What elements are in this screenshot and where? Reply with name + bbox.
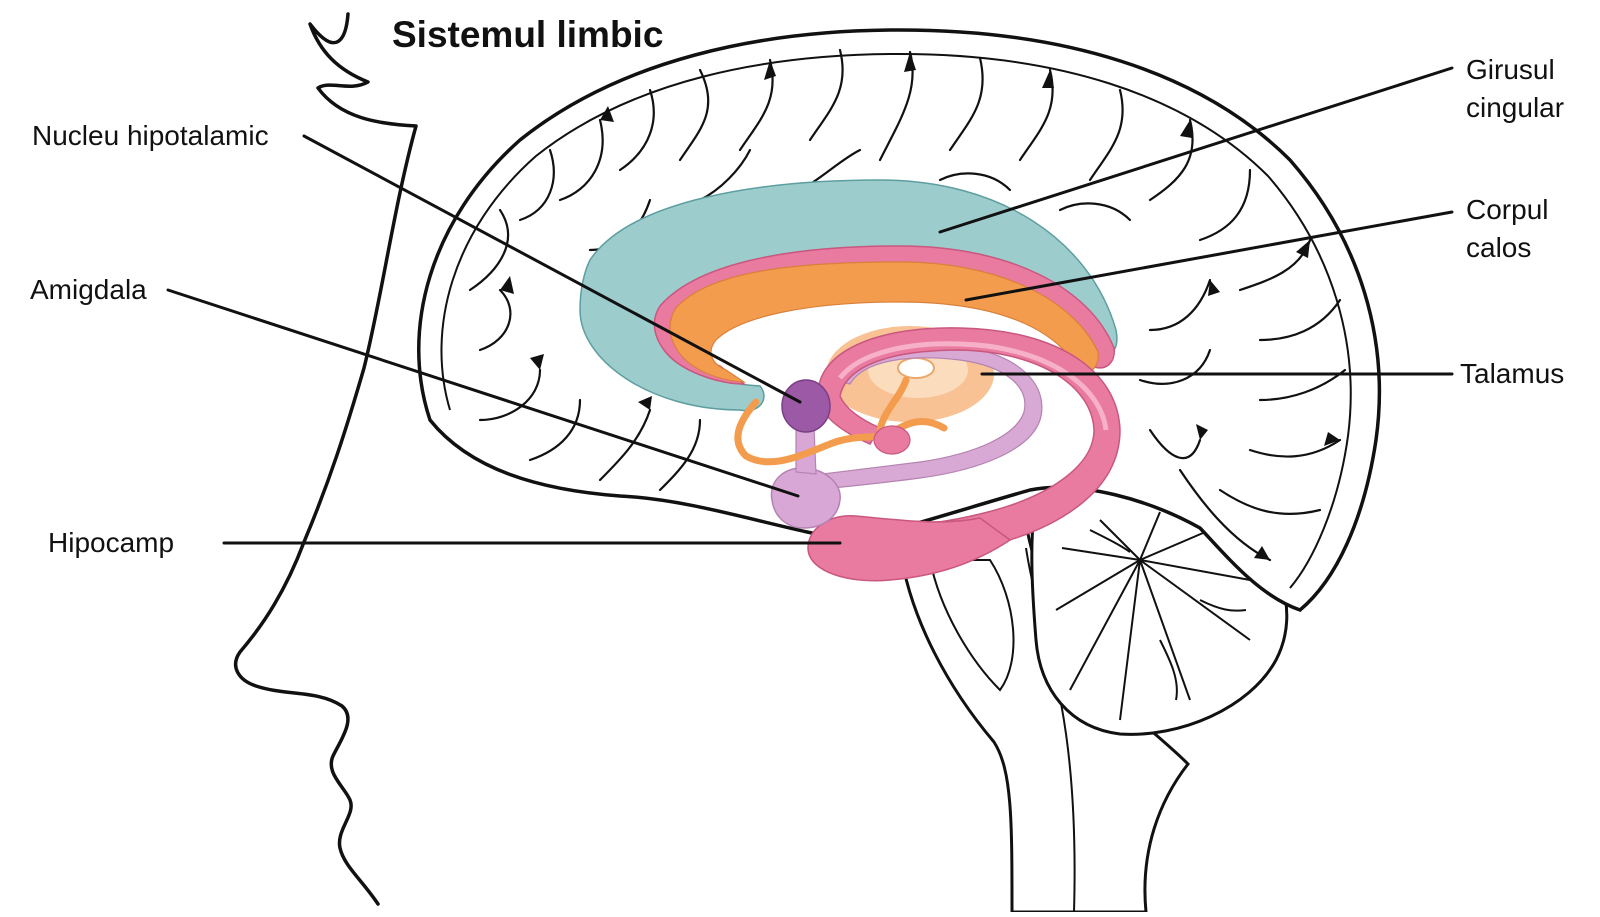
cerebrum-outline bbox=[417, 28, 1382, 612]
pons-outline bbox=[928, 559, 1015, 692]
hypothalamic-tract-stem bbox=[876, 376, 910, 434]
head-profile-outline bbox=[234, 12, 418, 906]
label-girusul-cingular-line1: Girusul bbox=[1466, 54, 1555, 85]
label-talamus: Talamus bbox=[1460, 358, 1565, 389]
leader-nucleu-hipotalamic bbox=[302, 134, 802, 404]
label-girusul-cingular-line2: cingular bbox=[1466, 92, 1565, 123]
thalamus-center bbox=[897, 357, 935, 379]
leader-amigdala bbox=[166, 288, 800, 498]
mammillary-body bbox=[873, 425, 911, 455]
corpus-callosum bbox=[669, 261, 1099, 383]
cerebellum-folia bbox=[1055, 511, 1251, 721]
leader-corpul-calos bbox=[964, 210, 1454, 302]
leader-girusul-cingular bbox=[938, 66, 1454, 234]
label-amigdala: Amigdala bbox=[30, 274, 147, 305]
diagram-title: Sistemul limbic bbox=[392, 14, 664, 55]
amygdala bbox=[770, 467, 841, 529]
hypothalamic-tract bbox=[734, 398, 948, 466]
label-nucleu-hipotalamic: Nucleu hipotalamic bbox=[32, 120, 269, 151]
cortex-inner-boundary bbox=[440, 52, 1352, 589]
hypothalamic-nucleus bbox=[781, 379, 831, 433]
sulci-dark-marks bbox=[500, 52, 1340, 560]
hippocampus bbox=[807, 515, 1012, 582]
cortex-sulci bbox=[468, 48, 1347, 562]
label-corpul-calos-line2: calos bbox=[1466, 232, 1532, 263]
fornix-highlight bbox=[838, 341, 1109, 431]
label-corpul-calos-line1: Corpul bbox=[1466, 194, 1549, 225]
label-hipocamp: Hipocamp bbox=[48, 527, 175, 558]
leader-lines bbox=[166, 66, 1454, 545]
